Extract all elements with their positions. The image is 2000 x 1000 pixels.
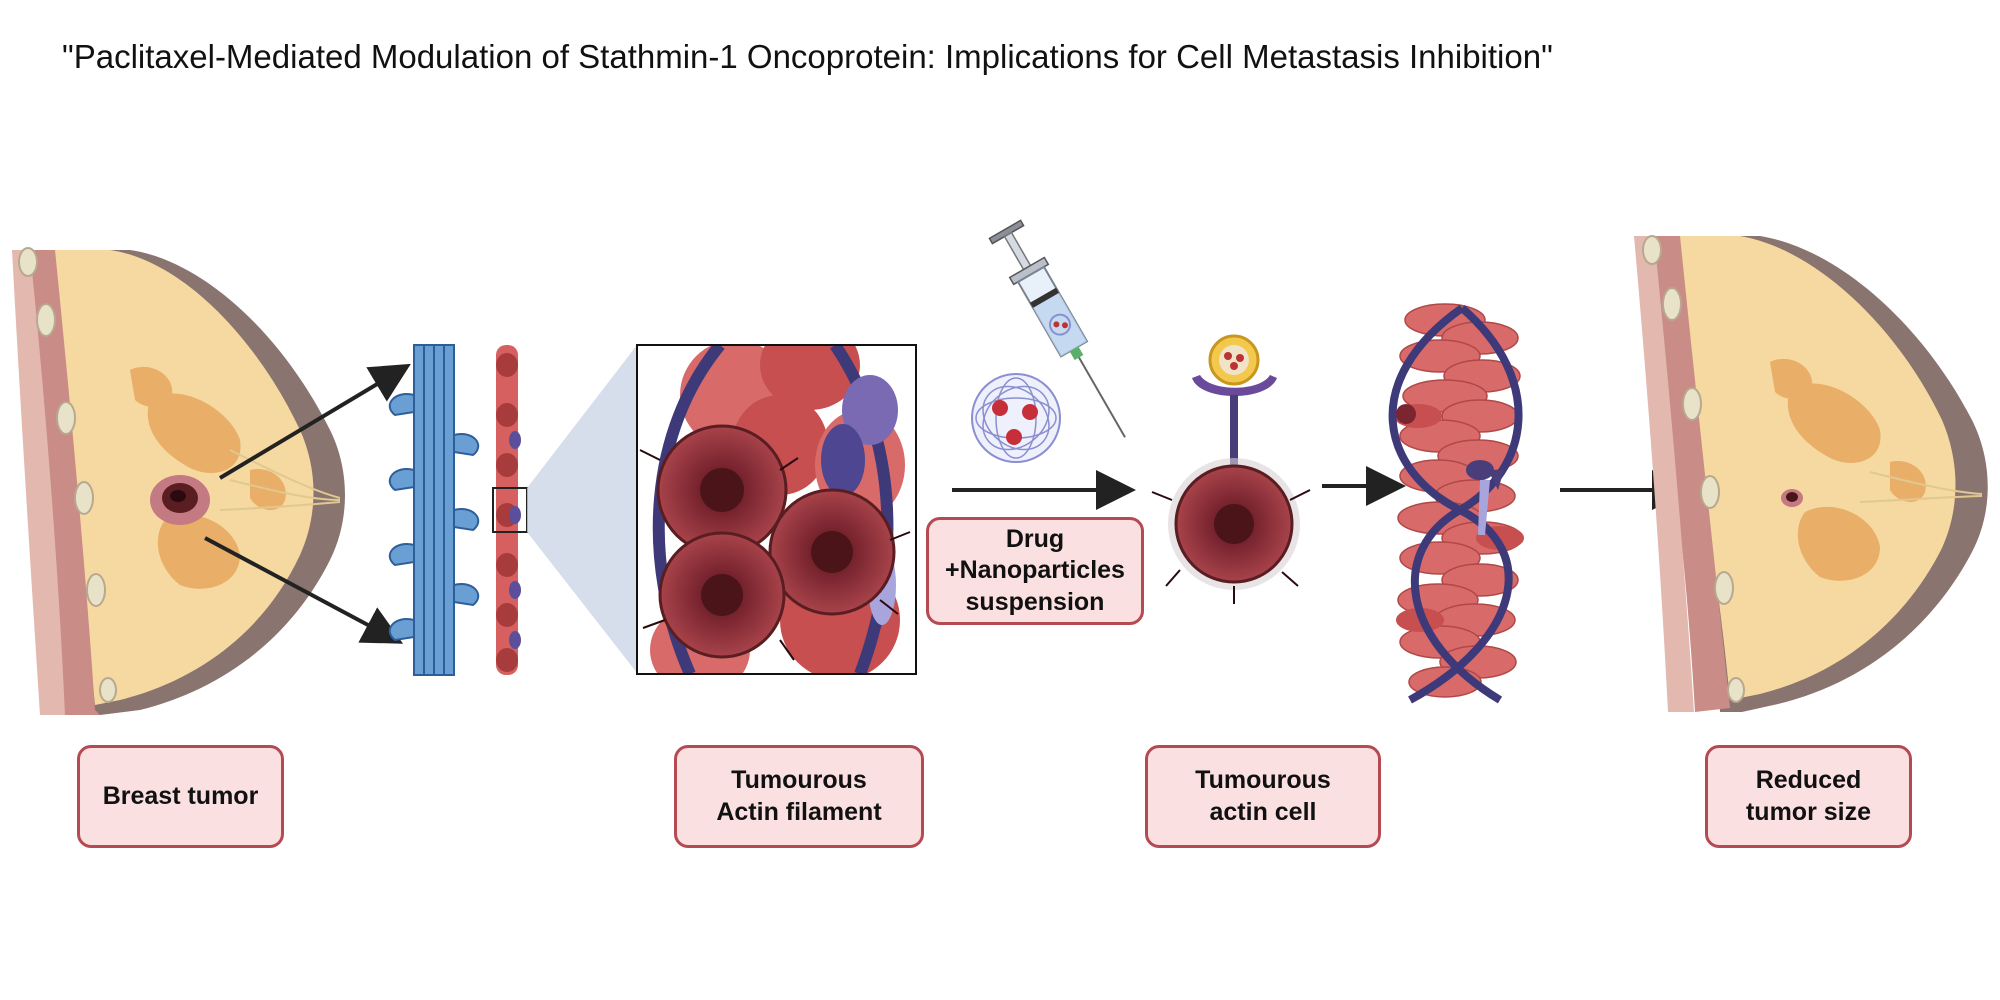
actin-filament-label: Tumourous Actin filament (674, 745, 924, 848)
twisted-actin-strand (492, 345, 528, 675)
drug-suspension-label: Drug +Nanoparticles suspension (926, 517, 1144, 625)
actin-filament-bundle (388, 344, 480, 676)
arrow-tumor-to-filament-upper (218, 363, 411, 480)
tumor-cell-icon (1151, 458, 1311, 604)
page-title: "Paclitaxel-Mediated Modulation of Stath… (62, 38, 1553, 75)
actin-cell-label: Tumourous actin cell (1145, 745, 1381, 848)
zoom-wedge (527, 345, 637, 673)
zoomed-filament-panel (636, 344, 917, 675)
breast-right-illustration (1634, 235, 1988, 712)
reduced-tumor-label: Reduced tumor size (1705, 745, 1912, 848)
breast-left-illustration (12, 247, 345, 715)
actin-helix-icon (1388, 303, 1524, 704)
syringe-icon (988, 219, 1126, 438)
breast-tumor-label: Breast tumor (77, 745, 284, 848)
arrow-tumor-to-filament-lower (204, 536, 404, 644)
receptor-icon (1192, 334, 1277, 467)
nanoparticle-icon (971, 373, 1061, 463)
